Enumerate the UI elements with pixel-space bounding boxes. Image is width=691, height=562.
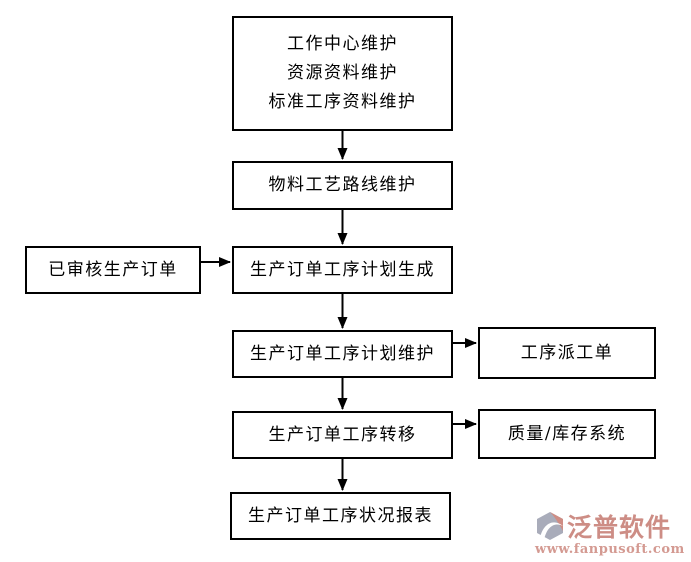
node-label: 生产订单工序计划生成 [250,259,435,280]
vendor-brand-name: 泛普软件 [567,513,672,542]
vendor-watermark: 泛普软件 www.fanpusoft.com [535,508,687,557]
node-line-resource-data: 资源资料维护 [287,63,398,84]
node-line-work-center: 工作中心维护 [287,34,398,55]
node-reviewed-production-order: 已审核生产订单 [25,246,201,294]
node-status-report: 生产订单工序状况报表 [230,492,451,540]
node-plan-maintenance: 生产订单工序计划维护 [232,330,453,378]
node-line-standard-process: 标准工序资料维护 [268,92,417,113]
node-label: 生产订单工序转移 [268,424,417,445]
node-label: 质量/库存系统 [507,423,627,444]
node-label: 生产订单工序计划维护 [250,343,435,364]
node-master-data-maintenance: 工作中心维护 资源资料维护 标准工序资料维护 [232,16,453,131]
node-quality-inventory-system: 质量/库存系统 [478,409,656,459]
node-label: 工序派工单 [520,342,614,363]
node-label: 已审核生产订单 [48,259,178,280]
node-dispatch-order: 工序派工单 [478,327,656,379]
node-label: 生产订单工序状况报表 [248,505,433,526]
node-label: 物料工艺路线维护 [268,175,417,196]
node-plan-generation: 生产订单工序计划生成 [232,246,453,294]
fanpu-logo-icon [537,512,563,540]
node-material-routing: 物料工艺路线维护 [232,161,453,210]
vendor-url: www.fanpusoft.com [535,542,685,557]
node-process-transfer: 生产订单工序转移 [232,411,453,459]
